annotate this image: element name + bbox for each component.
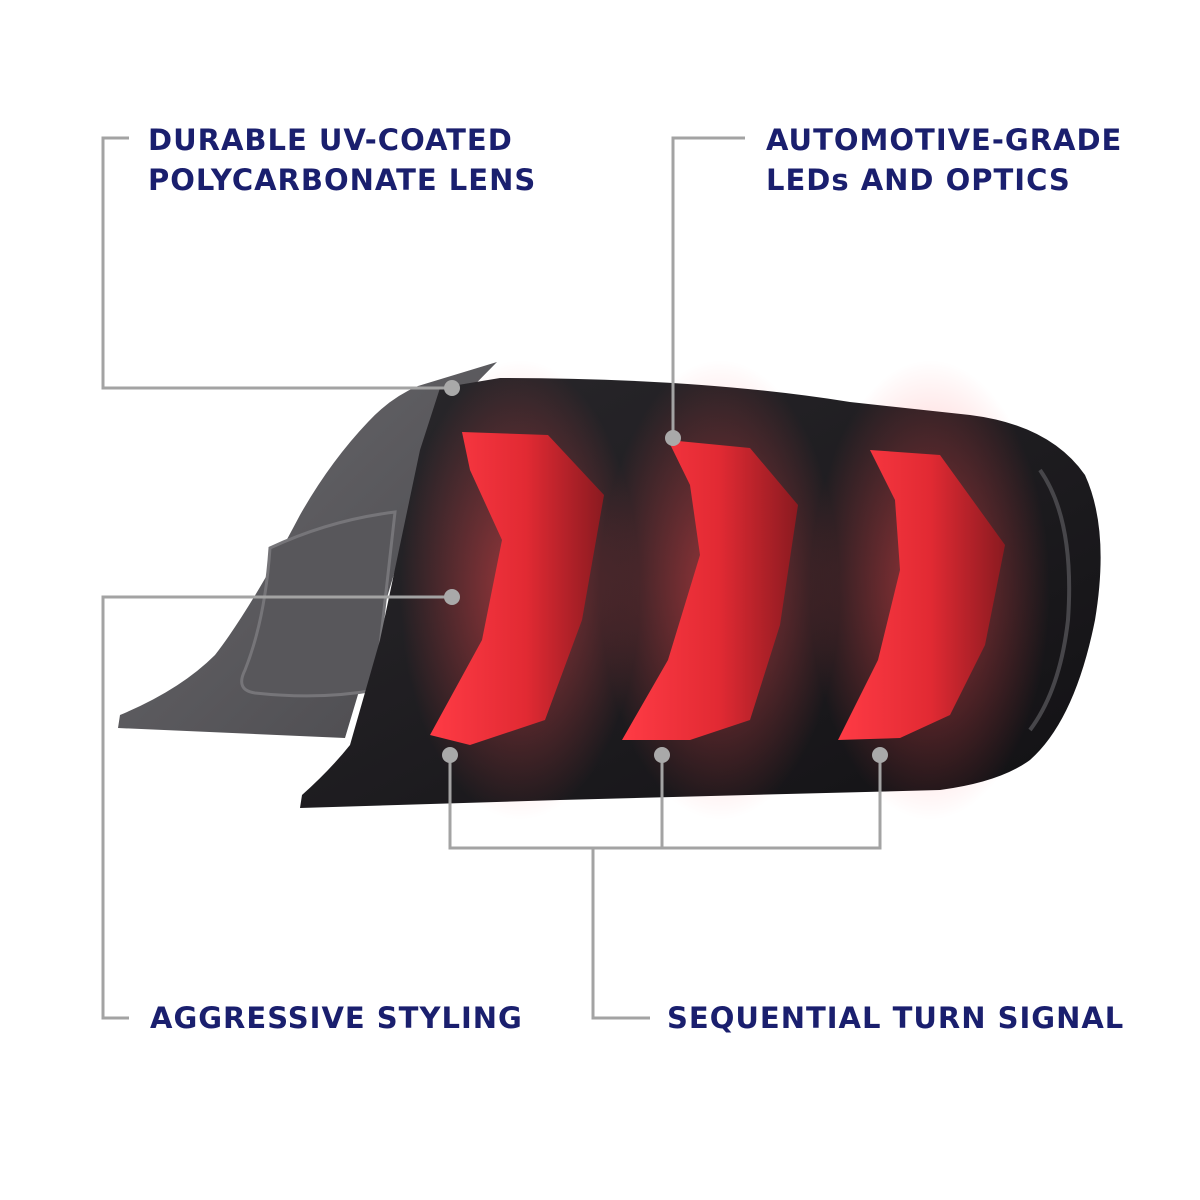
callout-lens: DURABLE UV-COATED POLYCARBONATE LENS <box>148 120 536 200</box>
pointer-dots <box>442 380 888 763</box>
callout-leds-line-2: LEDs AND OPTICS <box>766 163 1071 197</box>
leader-line-styling <box>101 595 452 1020</box>
dot-turn-2 <box>654 747 670 763</box>
callout-turn-signal: SEQUENTIAL TURN SIGNAL <box>667 998 1124 1038</box>
callout-leds: AUTOMOTIVE-GRADE LEDs AND OPTICS <box>766 120 1122 200</box>
led-bar-2 <box>622 440 798 740</box>
callout-lens-line-2: POLYCARBONATE LENS <box>148 163 537 197</box>
dot-turn-1 <box>442 747 458 763</box>
dot-styling <box>444 589 460 605</box>
leader-line-turn-bracket <box>448 755 882 850</box>
callout-styling-line-1: AGGRESSIVE STYLING <box>150 1001 523 1035</box>
leader-lines <box>101 136 882 1020</box>
leader-line-turn <box>591 848 650 1020</box>
dot-lens <box>444 380 460 396</box>
led-bars <box>400 360 1050 820</box>
dot-leds <box>665 430 681 446</box>
led-bar-3 <box>838 450 1005 740</box>
callout-turn-signal-line-1: SEQUENTIAL TURN SIGNAL <box>667 1001 1125 1035</box>
dot-turn-3 <box>872 747 888 763</box>
gray-housing <box>118 362 497 738</box>
leader-line-lens <box>101 136 452 390</box>
callout-lens-line-1: DURABLE UV-COATED <box>148 123 513 157</box>
leader-line-leds <box>671 136 745 438</box>
callout-styling: AGGRESSIVE STYLING <box>150 998 523 1038</box>
callout-leds-line-1: AUTOMOTIVE-GRADE <box>766 123 1123 157</box>
led-bar-1 <box>430 432 604 745</box>
